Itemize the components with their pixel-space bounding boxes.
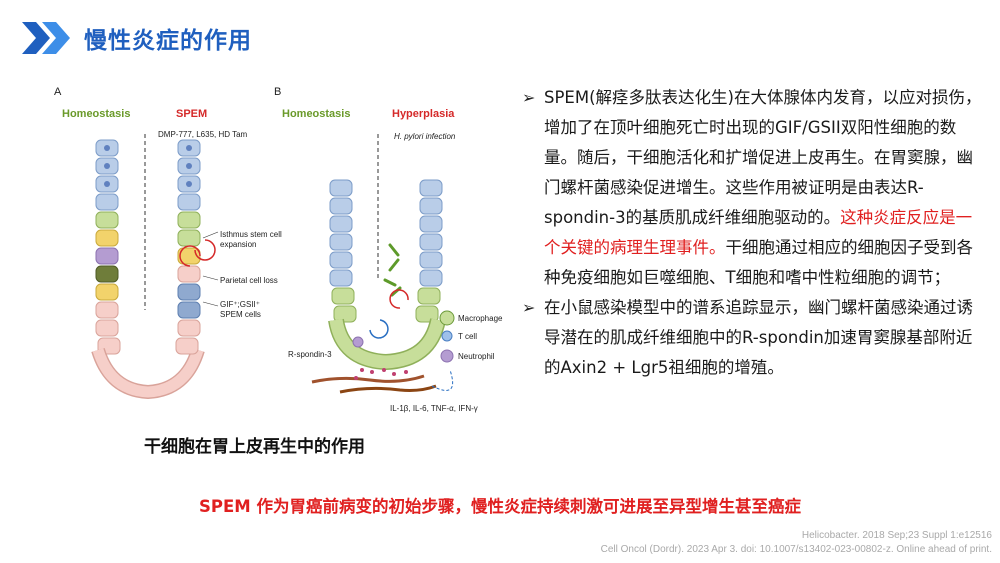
rspondin-label: R-spondin-3 — [288, 350, 332, 359]
panel-a-spem-label: SPEM — [176, 108, 208, 120]
panel-b-letter: B — [274, 86, 282, 98]
bullet-2-text: 在小鼠感染模型中的谱系追踪显示，幽门螺杆菌感染通过诱导潜在的肌成纤维细胞中的R-… — [544, 298, 973, 377]
legend-neutrophil: Neutrophil — [458, 352, 495, 361]
legend-macrophage: Macrophage — [458, 314, 503, 323]
panel-b-homeostasis-label: Homeostasis — [282, 108, 351, 120]
bullet-1-text: SPEM(解痉多肽表达化生)在大体腺体内发育，以应对损伤，增加了在顶叶细胞死亡时… — [544, 88, 982, 227]
panel-a-left-wall — [95, 139, 121, 355]
panel-b-infection-label: H. pylori infection — [394, 132, 456, 141]
gif-spem-annotation: GIF⁺;GSII⁺ SPEM cells — [220, 300, 261, 319]
legend-tcell: T cell — [458, 332, 477, 341]
bullet-item-1: ➢ SPEM(解痉多肽表达化生)在大体腺体内发育，以应对损伤，增加了在顶叶细胞死… — [522, 83, 982, 293]
panel-a-letter: A — [54, 86, 62, 98]
reference-2: Cell Oncol (Dordr). 2023 Apr 3. doi: 10.… — [600, 544, 992, 555]
bullet-1-text-cont: 干细胞通过相应的细胞因子受到各种免疫细胞如巨噬细胞、T细胞和嗜中性粒细胞的调节； — [544, 238, 973, 287]
panel-a-homeostasis-label: Homeostasis — [62, 108, 131, 120]
bullet-item-2: ➢ 在小鼠感染模型中的谱系追踪显示，幽门螺杆菌感染通过诱导潜在的肌成纤维细胞中的… — [522, 293, 982, 383]
panel-a-right-wall — [175, 139, 201, 355]
figure-caption: 干细胞在胃上皮再生中的作用 — [144, 437, 365, 457]
cytokines-label: IL-1β, IL-6, TNF-α, IFN-γ — [390, 404, 478, 413]
panel-a-treatment-label: DMP-777, L635, HD Tam — [158, 130, 248, 139]
top-strip — [0, 0, 1000, 4]
panel-b-hyperplasia-label: Hyperplasia — [392, 108, 455, 120]
isthmus-annotation: Isthmus stem cell expansion — [220, 230, 282, 249]
page-title: 慢性炎症的作用 — [84, 28, 252, 54]
panel-b-left-wall — [329, 179, 357, 323]
slide-header: 慢性炎症的作用 — [20, 18, 252, 58]
reference-1: Helicobacter. 2018 Sep;23 Suppl 1:e12516 — [801, 530, 992, 541]
panel-b-right-wall — [415, 179, 443, 323]
bullet-list: ➢ SPEM(解痉多肽表达化生)在大体腺体内发育，以应对损伤，增加了在顶叶细胞死… — [522, 83, 982, 383]
arrow-bullet-icon: ➢ — [522, 298, 536, 317]
conclusion-text: SPEM 作为胃癌前病变的初始步骤，慢性炎症持续刺激可进展至异型增生甚至癌症 — [199, 497, 801, 516]
bullet-1-highlight: 这种炎症反应是一个关键的病理生理事件。 — [544, 208, 973, 257]
gland-illustration — [91, 134, 455, 400]
double-chevron-icon — [22, 22, 70, 54]
parietal-annotation: Parietal cell loss — [220, 276, 278, 285]
stem-cell-figure: A Homeostasis SPEM DMP-777, L635, HD Tam — [40, 80, 505, 425]
arrow-bullet-icon: ➢ — [522, 88, 536, 107]
